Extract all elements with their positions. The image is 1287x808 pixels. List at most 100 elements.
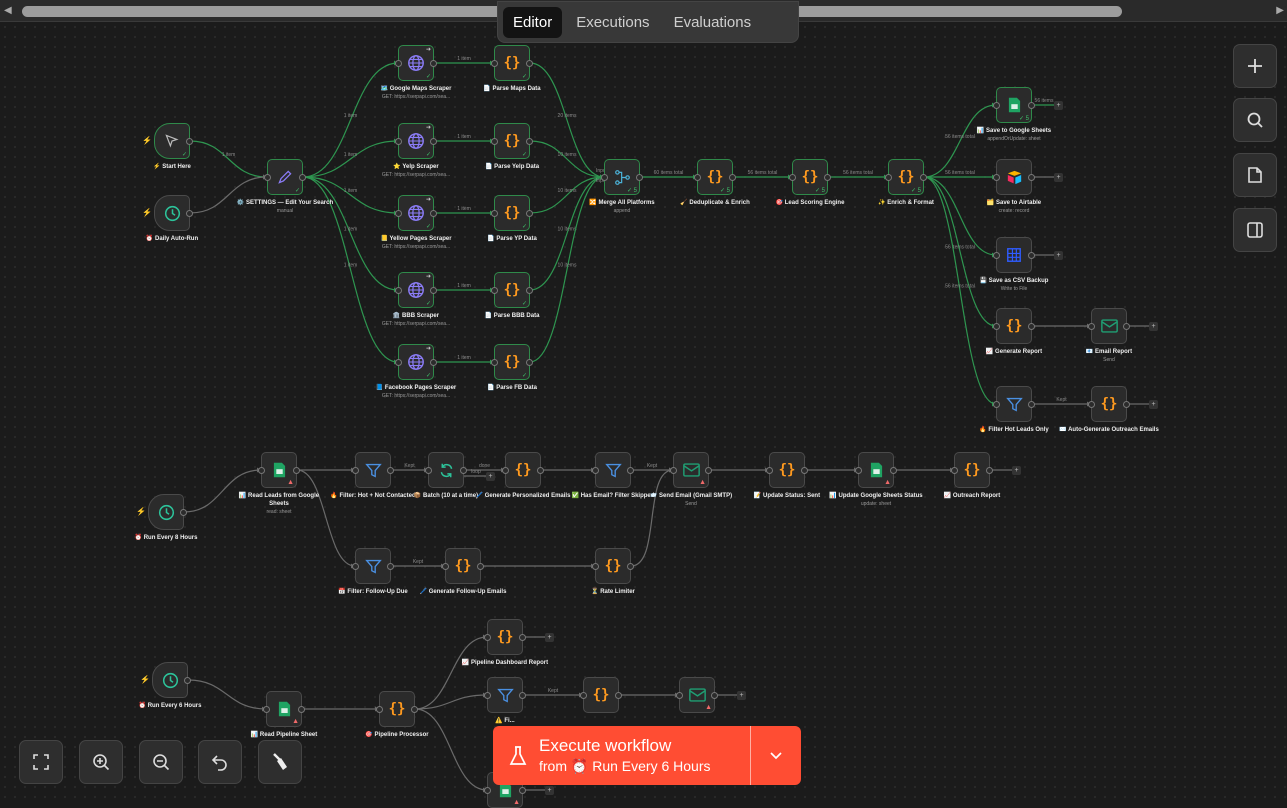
search-button[interactable]: [1233, 98, 1277, 142]
input-port[interactable]: [491, 138, 498, 145]
output-port[interactable]: [430, 210, 437, 217]
output-port[interactable]: [519, 692, 526, 699]
node-genp[interactable]: {}🖊️ Generate Personalized Emails: [476, 452, 570, 499]
add-next-node-button[interactable]: +: [1054, 172, 1063, 182]
node-readp[interactable]: ▲📊 Read Pipeline Sheet: [251, 691, 317, 738]
input-port[interactable]: [855, 467, 862, 474]
input-port[interactable]: [395, 287, 402, 294]
add-next-node-button[interactable]: +: [737, 690, 746, 700]
output-port[interactable]: [180, 509, 187, 516]
input-port[interactable]: [484, 787, 491, 794]
input-port[interactable]: [484, 692, 491, 699]
input-port[interactable]: [993, 323, 1000, 330]
input-port[interactable]: [491, 287, 498, 294]
node-run8[interactable]: ⚡⏰ Run Every 8 Hours: [135, 494, 197, 541]
input-port[interactable]: [395, 210, 402, 217]
input-port[interactable]: [592, 467, 599, 474]
node-ffu[interactable]: 📅 Filter: Follow-Up Due: [338, 548, 408, 595]
node-proc[interactable]: {}🎯 Pipeline Processor: [365, 691, 429, 738]
input-port[interactable]: [395, 138, 402, 145]
output-port[interactable]: [1123, 401, 1130, 408]
input-port[interactable]: [885, 174, 892, 181]
output-port[interactable]: [537, 467, 544, 474]
input-port[interactable]: [352, 563, 359, 570]
node-pyp[interactable]: {}✓📄 Parse YP Data: [487, 195, 537, 242]
node-auto[interactable]: {}✉️ Auto-Generate Outreach Emails: [1059, 386, 1159, 433]
output-port[interactable]: [636, 174, 643, 181]
node-start[interactable]: ⚡✓⚡ Start Here: [142, 123, 193, 170]
tidy-up-button[interactable]: [258, 740, 302, 784]
output-port[interactable]: [1123, 323, 1130, 330]
node-pgm[interactable]: {}✓📄 Parse Maps Data: [483, 45, 541, 92]
toggle-panel-button[interactable]: [1233, 208, 1277, 252]
node-enrich[interactable]: {}✓ 5✨ Enrich & Format: [878, 159, 934, 206]
input-port[interactable]: [1088, 401, 1095, 408]
output-port[interactable]: [299, 174, 306, 181]
input-port[interactable]: [592, 563, 599, 570]
execute-main[interactable]: Execute workflow from ⏰ Run Every 6 Hour…: [493, 726, 751, 785]
output-port[interactable]: [824, 174, 831, 181]
input-port[interactable]: [993, 401, 1000, 408]
output-port[interactable]: [387, 467, 394, 474]
add-next-node-button[interactable]: +: [545, 632, 554, 642]
input-port[interactable]: [993, 252, 1000, 259]
output-port[interactable]: [526, 60, 533, 67]
tab-editor[interactable]: Editor: [503, 6, 563, 38]
node-outrep[interactable]: {}📈 Outreach Report: [944, 452, 1000, 499]
node-send[interactable]: ▲📨 Send Email (Gmail SMTP)Send: [650, 452, 732, 507]
node-rate[interactable]: {}⏳ Rate Limiter: [591, 548, 635, 595]
input-port[interactable]: [670, 467, 677, 474]
input-port[interactable]: [766, 467, 773, 474]
output-port[interactable]: [526, 138, 533, 145]
input-port[interactable]: [491, 60, 498, 67]
input-port[interactable]: [993, 102, 1000, 109]
node-pbbb[interactable]: {}✓📄 Parse BBB Data: [485, 272, 539, 319]
node-code3[interactable]: {}: [580, 677, 622, 713]
input-port[interactable]: [376, 706, 383, 713]
node-hasemail[interactable]: ✅ Has Email? Filter Skipped: [572, 452, 654, 499]
output-port[interactable]: [627, 467, 634, 474]
node-hot[interactable]: 🔥 Filter Hot Leads Only: [979, 386, 1049, 433]
output-port[interactable]: [711, 692, 718, 699]
input-port[interactable]: [442, 563, 449, 570]
output-port[interactable]: [526, 210, 533, 217]
node-rep[interactable]: {}📈 Generate Report: [986, 308, 1042, 355]
output-port[interactable]: [298, 706, 305, 713]
add-next-node-button[interactable]: +: [1012, 465, 1021, 475]
input-port[interactable]: [1088, 323, 1095, 330]
node-filt3[interactable]: ⚠️ Fi...: [484, 677, 526, 724]
input-port[interactable]: [993, 174, 1000, 181]
output-port[interactable]: [430, 60, 437, 67]
output-port[interactable]: [411, 706, 418, 713]
execute-options-dropdown[interactable]: [751, 726, 801, 785]
undo-button[interactable]: [198, 740, 242, 784]
fit-view-button[interactable]: [19, 740, 63, 784]
add-next-node-button[interactable]: +: [1054, 100, 1063, 110]
node-fhot[interactable]: 🔥 Filter: Hot + Not Contacted: [330, 452, 416, 499]
output-port[interactable]: [615, 692, 622, 699]
output-port[interactable]: [184, 677, 191, 684]
scroll-left-icon[interactable]: ◀: [4, 5, 12, 16]
output-port[interactable]: [890, 467, 897, 474]
input-port[interactable]: [352, 467, 359, 474]
node-batch[interactable]: 📦 Batch (10 at a time): [414, 452, 478, 499]
input-port[interactable]: [258, 467, 265, 474]
output-port[interactable]: [430, 138, 437, 145]
tab-evaluations[interactable]: Evaluations: [673, 13, 752, 31]
output-port[interactable]: [519, 787, 526, 794]
node-mail3[interactable]: ▲: [676, 677, 718, 713]
node-run6[interactable]: ⚡⏰ Run Every 6 Hours: [139, 662, 201, 709]
output-port[interactable]: [526, 287, 533, 294]
input-port[interactable]: [502, 467, 509, 474]
input-port[interactable]: [491, 210, 498, 217]
add-next-node-button[interactable]: +: [1149, 321, 1158, 331]
output-port[interactable]: [920, 174, 927, 181]
